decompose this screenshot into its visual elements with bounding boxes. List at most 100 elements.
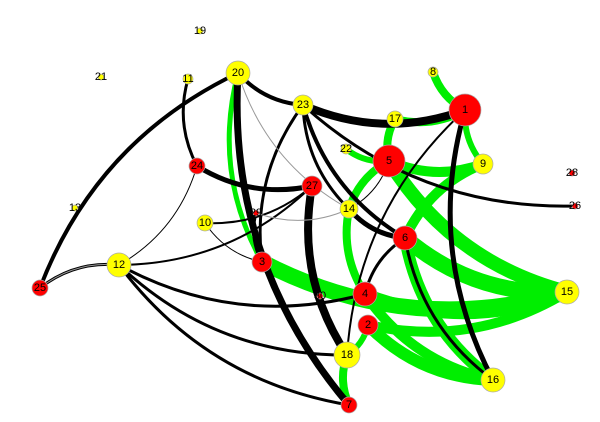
node-circle[interactable]	[225, 60, 251, 86]
node-17[interactable]: 17	[386, 110, 404, 128]
node-21[interactable]: 21	[95, 71, 107, 83]
node-label: 5	[386, 155, 392, 167]
node-22[interactable]: 22	[340, 143, 352, 155]
edges-layer	[38, 68, 577, 409]
node-label: 16	[487, 374, 499, 386]
node-label: 19	[194, 25, 206, 37]
node-5[interactable]: 5	[372, 144, 406, 178]
edge-23-14	[301, 103, 351, 211]
node-6[interactable]: 6	[392, 225, 418, 251]
node-label: 4	[362, 288, 368, 300]
node-label: 11	[182, 73, 193, 85]
edge-5-15	[382, 154, 574, 299]
edge-2-16	[362, 319, 499, 386]
edge-24-27	[194, 163, 315, 193]
node-circle[interactable]	[372, 144, 406, 178]
edge-23-26	[301, 103, 577, 208]
edge-12-24	[118, 165, 198, 266]
node-circle[interactable]	[333, 341, 361, 369]
node-circle[interactable]	[251, 251, 273, 273]
node-29[interactable]: 29	[250, 207, 262, 219]
node-label: 26	[569, 200, 581, 212]
node-circle[interactable]	[472, 153, 494, 175]
node-label: 20	[232, 67, 244, 79]
node-23[interactable]: 23	[292, 94, 314, 116]
edge-1-18	[346, 109, 466, 356]
node-20[interactable]: 20	[225, 60, 251, 86]
node-1[interactable]: 1	[448, 93, 482, 127]
node-10[interactable]: 10	[196, 214, 214, 232]
node-circle[interactable]	[71, 204, 79, 212]
node-11[interactable]: 11	[182, 73, 193, 85]
node-circle[interactable]	[568, 169, 576, 177]
node-label: 6	[402, 232, 408, 244]
node-circle[interactable]	[292, 94, 314, 116]
node-circle[interactable]	[340, 396, 358, 414]
node-30[interactable]: 30	[314, 290, 326, 302]
node-label: 8	[430, 66, 436, 78]
node-circle[interactable]	[188, 157, 206, 175]
node-label: 28	[566, 167, 578, 179]
edge-23-6	[301, 103, 407, 240]
node-12[interactable]: 12	[106, 252, 132, 278]
node-label: 23	[297, 99, 309, 111]
node-27[interactable]: 27	[301, 175, 323, 197]
node-label: 7	[346, 399, 352, 411]
edge-12-7	[117, 263, 351, 407]
edge-12-18	[117, 263, 349, 357]
node-15[interactable]: 15	[554, 279, 580, 305]
node-2[interactable]: 2	[357, 314, 379, 336]
node-19[interactable]: 19	[194, 25, 206, 37]
node-circle[interactable]	[448, 93, 482, 127]
node-circle[interactable]	[554, 279, 580, 305]
node-circle[interactable]	[357, 314, 379, 336]
edge-1-16	[447, 107, 496, 383]
node-4[interactable]: 4	[352, 281, 378, 307]
edge-20-25	[38, 71, 240, 290]
node-28[interactable]: 28	[566, 167, 578, 179]
edge-11-24	[181, 77, 199, 168]
node-label: 25	[34, 282, 46, 294]
node-label: 14	[343, 203, 355, 215]
node-circle[interactable]	[97, 73, 105, 81]
node-26[interactable]: 26	[569, 200, 581, 212]
node-7[interactable]: 7	[340, 396, 358, 414]
node-circle[interactable]	[427, 66, 439, 78]
node-13[interactable]: 13	[69, 202, 81, 214]
node-14[interactable]: 14	[339, 199, 359, 219]
node-circle[interactable]	[340, 143, 352, 155]
node-25[interactable]: 25	[31, 279, 49, 297]
edge-29-14	[255, 208, 350, 221]
edge-6-16	[403, 236, 495, 382]
node-label: 18	[341, 349, 353, 361]
node-circle[interactable]	[182, 73, 194, 85]
node-label: 1	[462, 104, 468, 116]
edge-20-14	[237, 72, 350, 210]
node-circle[interactable]	[571, 202, 579, 210]
node-circle[interactable]	[31, 279, 49, 297]
node-label: 29	[250, 207, 262, 219]
node-3[interactable]: 3	[251, 251, 273, 273]
edge-12-4	[117, 263, 367, 308]
node-18[interactable]: 18	[333, 341, 361, 369]
node-circle[interactable]	[301, 175, 323, 197]
node-circle[interactable]	[480, 367, 506, 393]
node-circle[interactable]	[316, 292, 324, 300]
node-16[interactable]: 16	[480, 367, 506, 393]
edge-6-15	[397, 230, 575, 301]
node-circle[interactable]	[339, 199, 359, 219]
node-8[interactable]: 8	[427, 66, 439, 78]
node-circle[interactable]	[386, 110, 404, 128]
node-circle[interactable]	[196, 27, 204, 35]
node-circle[interactable]	[392, 225, 418, 251]
node-circle[interactable]	[106, 252, 132, 278]
node-circle[interactable]	[352, 281, 378, 307]
edge-27-18	[304, 182, 351, 359]
node-circle[interactable]	[196, 214, 214, 232]
node-circle[interactable]	[252, 209, 260, 217]
node-24[interactable]: 24	[188, 157, 206, 175]
node-9[interactable]: 9	[472, 153, 494, 175]
node-label: 15	[561, 286, 573, 298]
